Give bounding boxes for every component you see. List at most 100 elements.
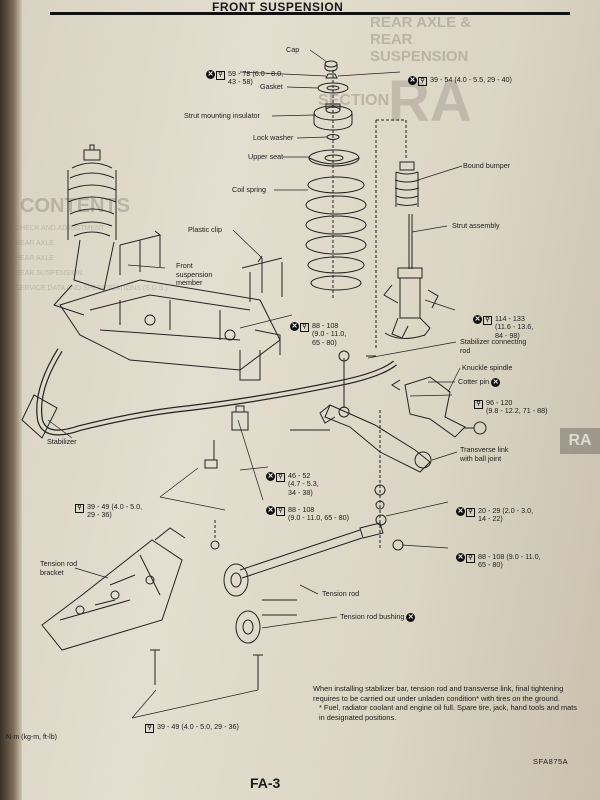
label-bound-bumper: Bound bumper xyxy=(463,161,511,170)
bleed-through-tab: RA xyxy=(560,428,600,454)
stabilizer-part xyxy=(21,348,397,439)
torque-wrench-icon: ⚲ xyxy=(276,472,285,482)
label-front-suspension-member: Front suspension member xyxy=(176,261,213,287)
figure-code: SFA875A xyxy=(533,757,569,766)
torque-wrench-icon: ⚲ xyxy=(418,76,427,86)
label-tension-rod-bushing-text: Tension rod bushing xyxy=(340,612,405,621)
bleed-through-line: CHECK AND ADJUSTMENT xyxy=(15,225,105,232)
label-cotter-pin: Cotter pin ✕ xyxy=(458,377,501,387)
bleed-through-line: REAR SUSPENSION xyxy=(15,270,83,277)
torque-wrench-icon: ⚲ xyxy=(466,507,475,517)
torque-wrench-icon: ⚲ xyxy=(483,315,492,325)
torque-cap-nut: ✕⚲59 - 78 (6.0 - 8.0, 43 - 58) xyxy=(198,61,283,95)
bleed-through-title-line-1: REAR AXLE & xyxy=(370,14,472,31)
tension-rod-bushing-part xyxy=(223,563,297,644)
torque-wrench-icon: ⚲ xyxy=(300,322,309,332)
installation-note-footnote: * Fuel, radiator coolant and engine oil … xyxy=(319,703,578,722)
torque-knuckle-to-strut: ✕⚲114 - 133 (11.6 - 13.6, 84 - 98) xyxy=(465,306,533,349)
label-knuckle-spindle: Knuckle spindle xyxy=(462,363,513,372)
label-upper-seat: Upper seat xyxy=(248,152,284,161)
label-coil-spring: Coil spring xyxy=(232,185,266,194)
bleed-through-contents: CONTENTS xyxy=(20,195,130,217)
bleed-through-line: REAR AXLE xyxy=(15,240,54,247)
torque-stabilizer-lower-value: 88 - 108 (9.0 - 11.0, 65 - 80) xyxy=(288,504,349,522)
installation-note-body: When installing stabilizer bar, tension … xyxy=(313,684,564,703)
torque-wrench-icon: ⚲ xyxy=(474,399,483,409)
torque-stabilizer-lower: ✕⚲88 - 108 (9.0 - 11.0, 65 - 80) xyxy=(258,497,349,531)
x-circle-icon: ✕ xyxy=(406,613,416,622)
x-circle-icon: ✕ xyxy=(266,505,275,515)
assembled-strut-part xyxy=(53,144,117,316)
installation-note: When installing stabilizer bar, tension … xyxy=(313,684,583,722)
x-circle-icon: ✕ xyxy=(206,69,215,79)
torque-wrench-icon: ⚲ xyxy=(466,553,475,563)
tension-rod-part xyxy=(239,522,384,579)
torque-tension-rod-nut: ✕⚲20 - 29 (2.0 - 3.0, 14 - 22) xyxy=(448,498,533,532)
torque-transverse-link-bolt: ✕⚲88 - 108 (9.0 - 11.0, 65 - 80) xyxy=(448,544,541,578)
strut-assembly-part xyxy=(383,214,439,339)
bleed-through-title-line-2: REAR SUSPENSION xyxy=(370,31,469,65)
torque-strut-top-value: 39 - 54 (4.0 - 5.5, 29 - 40) xyxy=(430,74,512,84)
torque-bracket-lower-bolts-value: 39 - 49 (4.0 - 5.0, 29 - 36) xyxy=(157,721,239,731)
torque-ball-joint: ⚲96 - 120 (9.8 - 12.2, 71 - 88) xyxy=(465,390,548,424)
x-circle-icon: ✕ xyxy=(408,75,417,85)
page-header-title: FRONT SUSPENSION xyxy=(212,0,344,14)
label-gasket: Gasket xyxy=(260,82,283,91)
torque-cap-nut-value: 59 - 78 (6.0 - 8.0, 43 - 58) xyxy=(228,68,284,86)
torque-stabilizer-bracket: ✕⚲46 - 52 (4.7 - 5.3, 34 - 38) xyxy=(258,463,319,506)
torque-ball-joint-value: 96 - 120 (9.8 - 12.2, 71 - 88) xyxy=(486,397,548,415)
torque-tension-rod-bracket-bolts: ⚲39 - 49 (4.0 - 5.0, 29 - 36) xyxy=(66,494,142,528)
upper-seat-part xyxy=(308,149,360,167)
page-number: FA-3 xyxy=(250,775,281,791)
bleed-through-code: RA xyxy=(388,69,472,134)
label-lock-washer: Lock washer xyxy=(253,133,294,142)
label-strut-mounting-insulator: Strut mounting insulator xyxy=(184,111,260,120)
torque-wrench-icon: ⚲ xyxy=(216,70,225,80)
x-circle-icon: ✕ xyxy=(266,471,275,481)
torque-wrench-icon: ⚲ xyxy=(75,503,84,513)
label-tension-rod: Tension rod xyxy=(322,589,360,598)
torque-stabilizer-rod-upper: ✕⚲88 - 108 (9.0 - 11.0, 65 - 80) xyxy=(282,313,346,356)
x-circle-icon: ✕ xyxy=(491,378,501,387)
label-stabilizer: Stabilizer xyxy=(47,437,77,446)
bleed-through-line: SERVICE DATA AND SPECIFICATIONS (S.D.S.) xyxy=(15,285,168,292)
torque-wrench-icon: ⚲ xyxy=(276,506,285,516)
torque-tension-rod-bracket-bolts-value: 39 - 49 (4.0 - 5.0, 29 - 36) xyxy=(87,501,143,519)
top-nut-part xyxy=(325,73,338,79)
x-circle-icon: ✕ xyxy=(473,314,482,324)
torque-knuckle-to-strut-value: 114 - 133 (11.6 - 13.6, 84 - 98) xyxy=(495,313,534,340)
label-cotter-pin-text: Cotter pin xyxy=(458,377,490,386)
label-transverse-link: Transverse link with ball joint xyxy=(460,445,509,463)
front-suspension-member-part xyxy=(59,279,281,381)
book-binding xyxy=(0,0,22,800)
tension-rod-bracket-part xyxy=(41,527,186,651)
torque-strut-top: ✕⚲39 - 54 (4.0 - 5.5, 29 - 40) xyxy=(400,67,512,94)
torque-units: N·m (kg-m, ft-lb) xyxy=(6,734,57,741)
torque-bracket-lower-bolts: ⚲39 - 49 (4.0 - 5.0, 29 - 36) xyxy=(136,714,239,741)
torque-transverse-link-bolt-value: 88 - 108 (9.0 - 11.0, 65 - 80) xyxy=(478,551,541,569)
torque-stabilizer-bracket-value: 46 - 52 (4.7 - 5.3, 34 - 38) xyxy=(288,470,319,497)
lower-bolts-part xyxy=(150,520,263,690)
torque-wrench-icon: ⚲ xyxy=(145,723,154,733)
torque-tension-rod-nut-value: 20 - 29 (2.0 - 3.0, 14 - 22) xyxy=(478,505,534,523)
coil-spring-part xyxy=(305,176,367,291)
label-tension-rod-bushing: Tension rod bushing ✕ xyxy=(340,612,416,622)
header-rule xyxy=(50,12,570,15)
label-plastic-clip: Plastic clip xyxy=(188,225,222,234)
label-cap: Cap xyxy=(286,45,300,54)
torque-stabilizer-rod-upper-value: 88 - 108 (9.0 - 11.0, 65 - 80) xyxy=(312,320,347,347)
bleed-through-section: SECTION xyxy=(318,92,390,109)
bolt-stack-part xyxy=(374,410,404,551)
stabilizer-connecting-rod-part xyxy=(338,350,376,418)
stabilizer-bracket-part xyxy=(204,405,249,469)
bleed-through-line: REAR AXLE xyxy=(15,255,54,262)
x-circle-icon: ✕ xyxy=(456,506,465,516)
transverse-link-part xyxy=(290,404,432,473)
bleed-through-title: REAR AXLE & REAR SUSPENSION xyxy=(370,14,500,65)
label-strut-assembly: Strut assembly xyxy=(452,221,500,230)
x-circle-icon: ✕ xyxy=(290,321,299,331)
label-stabilizer-connecting-rod: Stabilizer connecting rod xyxy=(460,337,527,355)
bound-bumper-part xyxy=(394,161,420,207)
